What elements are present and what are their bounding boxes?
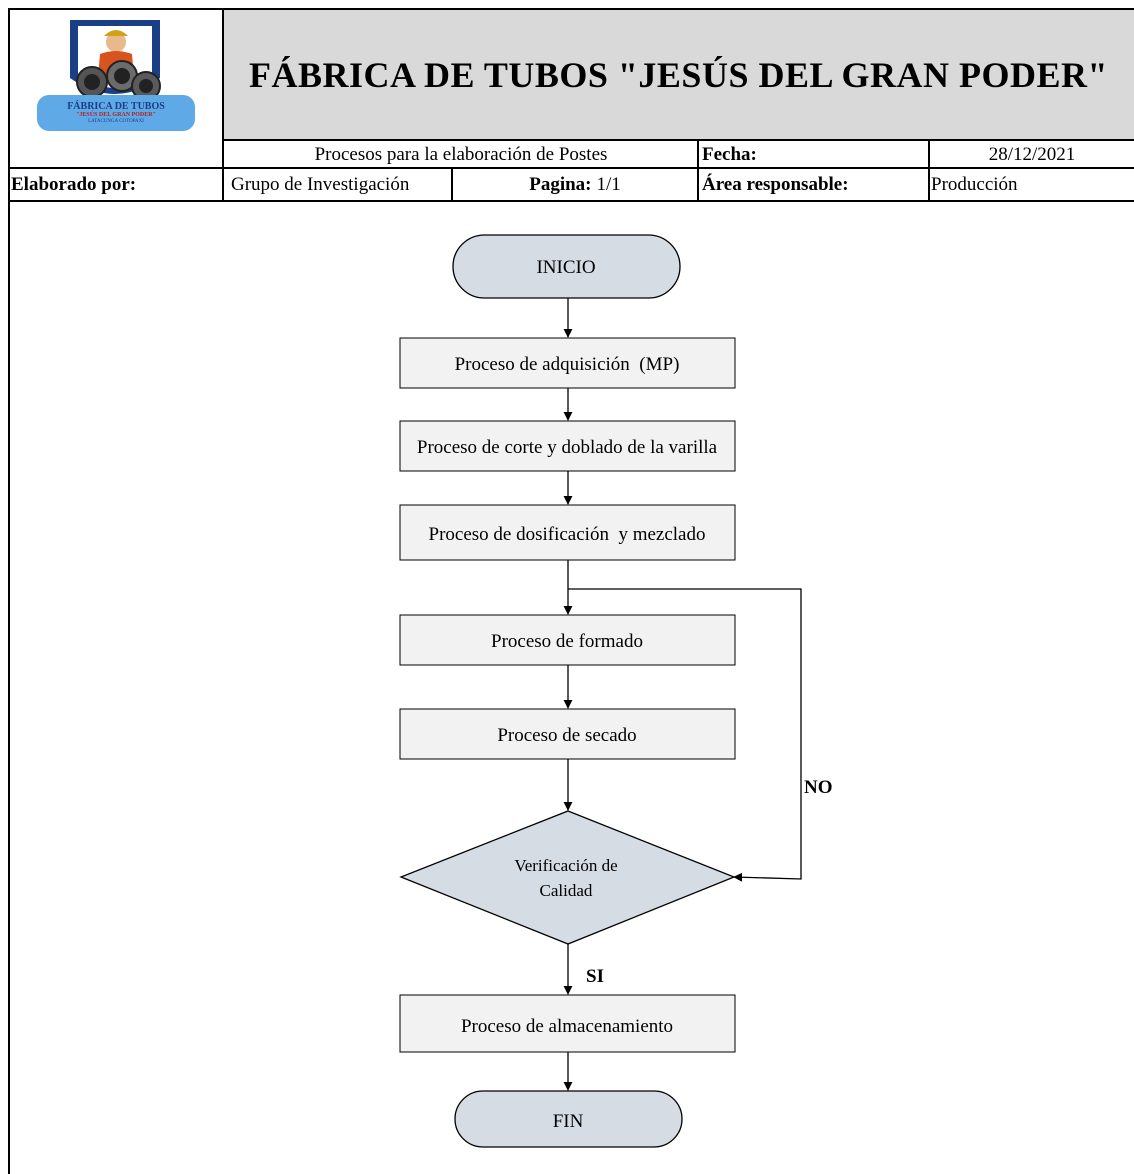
title-cell: FÁBRICA DE TUBOS "JESÚS DEL GRAN PODER" <box>223 9 1134 140</box>
decision-label-line2: Calidad <box>540 881 593 900</box>
end-terminal <box>454 1090 683 1148</box>
elaborado-label: Elaborado por: <box>11 173 137 195</box>
fecha-label: Fecha: <box>702 144 757 165</box>
yes-branch-label: SI <box>586 966 604 987</box>
pagina-label: Pagina: <box>529 173 592 195</box>
logo-line3: LATACUNGA COTOPAXI <box>88 119 144 124</box>
fecha-value: 28/12/2021 <box>988 144 1076 165</box>
process-label: Proceso de secado <box>497 725 636 746</box>
border-left <box>8 8 10 1174</box>
divider <box>697 139 699 201</box>
decision-diamond <box>399 810 736 945</box>
elaborado-value: Grupo de Investigación <box>231 173 410 195</box>
process-label: Proceso de almacenamiento <box>461 1016 673 1037</box>
logo-line1: FÁBRICA DE TUBOS <box>67 101 165 112</box>
worker-with-pipes-logo-icon <box>70 20 161 101</box>
area-label: Área responsable: <box>702 173 849 195</box>
divider <box>451 167 453 201</box>
process-label: Proceso de corte y doblado de la varilla <box>417 437 718 458</box>
logo-line2: "JESÚS DEL GRAN PODER" <box>76 112 156 118</box>
start-terminal <box>452 234 681 299</box>
logo-badge: FÁBRICA DE TUBOS "JESÚS DEL GRAN PODER" … <box>37 95 195 131</box>
process-label: Proceso de dosificación y mezclado <box>429 524 706 545</box>
divider <box>222 8 224 201</box>
process-box <box>399 504 736 561</box>
divider <box>223 139 1134 141</box>
area-label-cell: Área responsable: <box>702 169 849 200</box>
process-box <box>399 420 736 472</box>
area-value-cell: Producción <box>931 169 1018 200</box>
divider <box>8 167 1134 169</box>
fecha-label-cell: Fecha: <box>702 141 757 167</box>
elaborado-label-cell: Elaborado por: <box>11 169 136 200</box>
process-label: Proceso de formado <box>491 631 643 652</box>
connectors <box>563 298 802 1091</box>
company-logo <box>30 18 205 136</box>
process-box <box>399 708 736 760</box>
decision-label-line1: Verificación de <box>514 856 617 875</box>
start-label: INICIO <box>536 257 595 278</box>
no-loop-connector <box>568 588 802 882</box>
pagina-cell: Pagina: 1/1 <box>453 169 697 200</box>
area-value: Producción <box>931 173 1018 195</box>
page-title: FÁBRICA DE TUBOS "JESÚS DEL GRAN PODER" <box>249 54 1108 95</box>
process-box <box>399 994 736 1053</box>
pagina-value: 1/1 <box>596 173 621 195</box>
fecha-value-cell: 28/12/2021 <box>930 141 1134 167</box>
process-box <box>399 614 736 666</box>
end-label: FIN <box>553 1111 584 1132</box>
subtitle-cell: Procesos para la elaboración de Postes <box>225 141 697 167</box>
process-box <box>399 337 736 389</box>
elaborado-value-cell: Grupo de Investigación <box>231 169 409 200</box>
divider <box>928 139 930 201</box>
border-top <box>8 8 1134 10</box>
process-label: Proceso de adquisición (MP) <box>455 354 680 375</box>
divider <box>8 200 1134 202</box>
process-subtitle: Procesos para la elaboración de Postes <box>314 144 608 165</box>
no-branch-label: NO <box>804 777 833 798</box>
